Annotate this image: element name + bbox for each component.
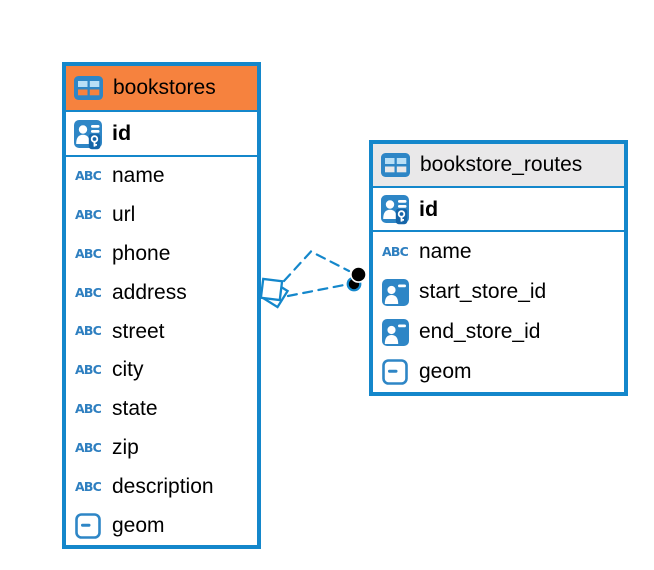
relationship-line-lower[interactable]: [286, 282, 351, 298]
column-name: geom: [112, 513, 165, 537]
foreign-key-icon: [380, 318, 410, 346]
relationship-connector[interactable]: [259, 250, 367, 309]
table-icon: [380, 153, 410, 177]
foreign-key-icon: [380, 278, 410, 306]
text-type-icon: ABC: [75, 168, 102, 184]
column-name: phone: [112, 241, 171, 265]
geometry-type-icon: [73, 512, 103, 539]
one-end-dot-icon: [346, 266, 367, 292]
column-row-start_store_id[interactable]: start_store_id: [373, 272, 624, 312]
column-name: url: [112, 203, 136, 227]
primary-key-icon: [73, 119, 103, 149]
table-header-bookstores[interactable]: bookstores: [66, 66, 257, 112]
column-name: name: [419, 240, 472, 263]
column-row-phone[interactable]: ABC phone: [66, 235, 257, 274]
text-type-icon: ABC: [75, 362, 102, 378]
column-name: state: [112, 397, 158, 421]
text-type-icon: ABC: [75, 284, 102, 300]
column-name: address: [112, 280, 187, 304]
text-type-icon: ABC: [75, 245, 102, 261]
column-name: street: [112, 319, 165, 343]
column-row-url[interactable]: ABC url: [66, 196, 257, 235]
text-type-icon: ABC: [75, 478, 102, 494]
column-name: geom: [419, 360, 472, 383]
column-list: ABC name ABC url ABC phone ABC address A…: [66, 157, 257, 545]
column-row-name[interactable]: ABC name: [66, 157, 257, 196]
column-name: end_store_id: [419, 320, 541, 343]
column-row-state[interactable]: ABC state: [66, 390, 257, 429]
relationship-line-upper[interactable]: [282, 250, 351, 283]
many-end-diamond-icon: [259, 277, 290, 309]
table-bookstore-routes[interactable]: bookstore_routes id ABC name start_store…: [369, 140, 628, 396]
table-title: bookstore_routes: [420, 153, 583, 176]
text-type-icon: ABC: [75, 439, 102, 455]
column-name: zip: [112, 435, 139, 459]
column-row-address[interactable]: ABC address: [66, 273, 257, 312]
column-name: id: [419, 196, 439, 221]
geometry-type-icon: [380, 359, 410, 385]
column-row-geom[interactable]: geom: [373, 352, 624, 392]
table-icon: [73, 76, 103, 100]
table-title: bookstores: [113, 76, 216, 99]
text-type-icon: ABC: [75, 206, 102, 222]
column-name: description: [112, 474, 214, 498]
column-name: start_store_id: [419, 280, 547, 303]
table-bookstores[interactable]: bookstores id ABC name ABC url ABC phone…: [62, 62, 261, 549]
primary-key-icon: [380, 195, 410, 225]
column-row-zip[interactable]: ABC zip: [66, 429, 257, 468]
column-row-end_store_id[interactable]: end_store_id: [373, 312, 624, 352]
column-row-city[interactable]: ABC city: [66, 351, 257, 390]
text-type-icon: ABC: [75, 400, 102, 416]
column-row-id[interactable]: id: [66, 112, 257, 157]
table-header-bookstore-routes[interactable]: bookstore_routes: [373, 144, 624, 188]
column-list: ABC name start_store_id end_store_id geo…: [373, 232, 624, 392]
text-type-icon: ABC: [382, 243, 409, 259]
text-type-icon: ABC: [75, 323, 102, 339]
column-row-description[interactable]: ABC description: [66, 467, 257, 506]
column-name: city: [112, 358, 144, 382]
column-row-id[interactable]: id: [373, 188, 624, 232]
column-row-street[interactable]: ABC street: [66, 312, 257, 351]
column-row-name[interactable]: ABC name: [373, 232, 624, 272]
column-row-geom[interactable]: geom: [66, 506, 257, 545]
column-name: id: [112, 121, 132, 145]
column-name: name: [112, 164, 165, 188]
